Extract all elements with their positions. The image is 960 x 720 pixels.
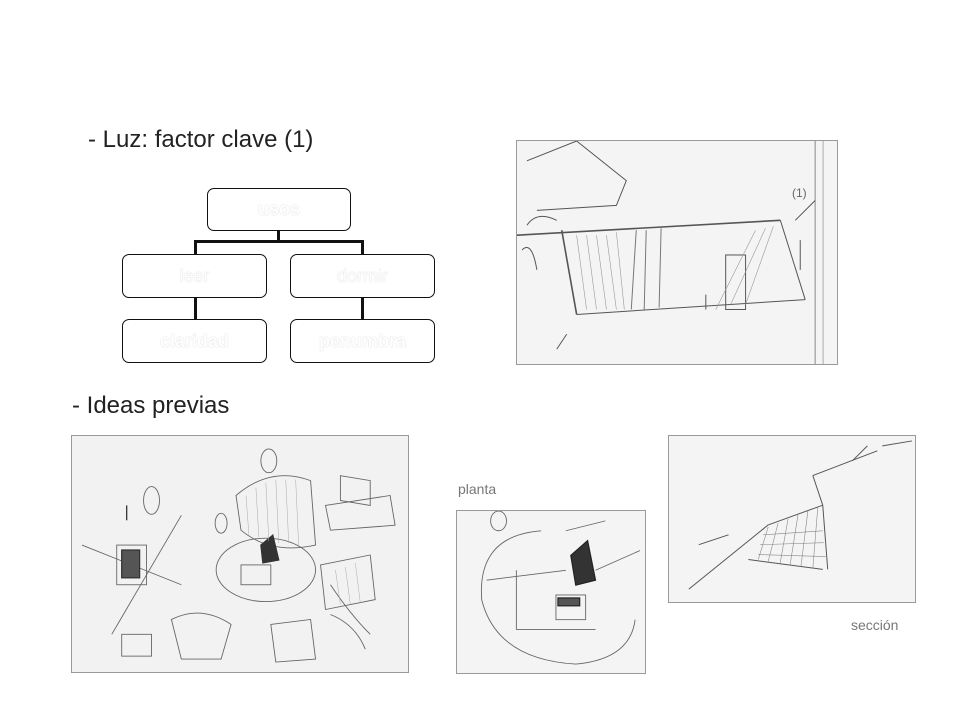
node-leer: leer xyxy=(122,254,267,298)
node-leer-label: leer xyxy=(179,265,210,286)
node-root-label: usos xyxy=(257,199,300,219)
sketch-seccion-drawing xyxy=(688,440,913,590)
seccion-caption: sección xyxy=(851,617,899,633)
node-penumbra-label: penumbra xyxy=(318,330,406,351)
node-dormir-label: dormir xyxy=(336,265,388,286)
node-dormir: dormir xyxy=(290,254,435,298)
sketch-planta-drawing xyxy=(480,511,641,665)
connector-claridad xyxy=(194,297,197,320)
sketch-light-section-drawing xyxy=(517,141,824,364)
heading-luz: - Luz: factor clave (1) xyxy=(88,126,314,153)
connector-root xyxy=(277,230,280,242)
sketch-planta xyxy=(456,510,646,674)
node-penumbra: penumbra xyxy=(290,319,435,363)
connector-leer xyxy=(194,240,197,255)
sketch-ideas-sheet xyxy=(71,435,409,673)
node-root: usos xyxy=(207,188,351,231)
sketch-seccion xyxy=(668,435,916,603)
connector-penumbra xyxy=(361,297,364,320)
sketch-ideas-drawing xyxy=(81,448,396,663)
node-claridad-label: claridad xyxy=(159,330,230,351)
heading-ideas: - Ideas previas xyxy=(72,392,230,419)
sketch-note-label: (1) xyxy=(792,186,807,200)
planta-caption: planta xyxy=(458,481,497,497)
node-claridad: claridad xyxy=(122,319,267,363)
connector-horizontal xyxy=(194,240,364,243)
connector-dormir xyxy=(361,240,364,255)
sketch-light-section: (1) xyxy=(516,140,838,365)
